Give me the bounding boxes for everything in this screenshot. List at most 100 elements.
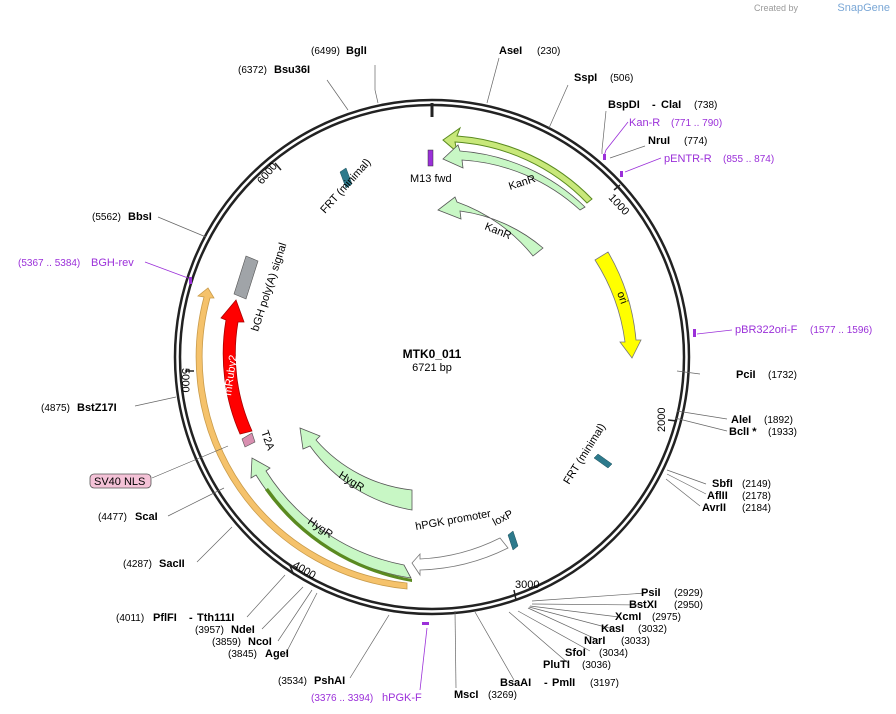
tick-mark [667,419,678,422]
site-clai: ClaI [661,99,681,111]
site-psii-pos: (2929) [674,588,703,599]
sv40-nls-leader [151,445,229,479]
primer-pbr322-leader [696,329,733,335]
site-aflii: AflII [707,490,728,502]
site-pluti: PluTI [543,659,570,671]
primer-bgh-marker [189,277,192,284]
m13-fwd-marker [427,149,434,167]
site-sbfi: SbfI [712,478,733,490]
ori-label: ori [614,290,629,306]
primer-pbr322-marker [693,329,696,337]
loxp-marker [507,530,519,551]
plasmid-size: 6721 bp [412,362,452,374]
site-msci-pos: (3269) [488,690,517,701]
site-pmli: PmlI [552,677,575,689]
hygr-inner-feature [299,427,413,511]
primer-kanr-range: (771 .. 790) [671,118,722,129]
mruby2-feature [220,299,253,435]
frt-top-marker [339,167,353,189]
site-avrii-pos: (2184) [742,503,771,514]
primer-pbr322-range: (1577 .. 1596) [810,325,872,336]
site-xcmi: XcmI [615,611,641,623]
tick-label-1000: 1000 [606,192,631,218]
sv40-nls-box [89,473,152,489]
site-asei-pos: (230) [537,46,560,57]
tick-label-3000: 3000 [515,579,539,591]
site-agei-pos: (3845) [228,649,257,660]
site-bsu36i: Bsu36I [274,64,310,76]
site-bsu36i-pos: (6372) [238,65,267,76]
loxp-label: loxP [491,508,516,529]
site-kasi-pos: (3032) [638,624,667,635]
primer-kanr-leader [603,121,629,157]
kanr-inner-label: KanR [483,221,513,242]
site-asei: AseI [499,45,522,57]
primer-pentr-leader [624,157,662,173]
site-bgli-pos: (6499) [311,46,340,57]
primer-bgh: BGH-rev [91,257,134,269]
sv40-region-arc [195,287,408,590]
site-bgli: BglI [346,45,367,57]
site-leaders [134,57,728,689]
primer-hpgk-range: (3376 .. 3394) [311,693,373,704]
backbone-outer [173,98,691,616]
site-pluti-pos: (3036) [582,660,611,671]
bgh-polya-label: bGH poly(A) signal [249,241,289,333]
hpgk-promoter-label: hPGK promoter [414,508,492,533]
site-sacii: SacII [159,558,185,570]
site-bstz17i: BstZ17I [77,402,117,414]
site-ndei-pos: (3957) [195,625,224,636]
frt-top-label: FRT (minimal) [318,157,373,217]
site-bsaai-pos: (3197) [590,678,619,689]
site-sfoi: SfoI [565,647,586,659]
primer-pbr322: pBR322ori-F [735,324,798,336]
primer-kanr-marker [603,154,606,160]
site-bspdi: BspDI [608,99,640,111]
site-bstz17i-pos: (4875) [41,403,70,414]
ori-feature [594,251,642,359]
site-bsaai: BsaAI [500,677,531,689]
site-sspi-pos: (506) [610,73,633,84]
site-tth111i: Tth111I [197,612,234,624]
primer-hpgk-leader [419,627,428,691]
site-nari: NarI [584,635,605,647]
tick-mark [274,162,282,171]
site-bbsi: BbsI [128,211,152,223]
kanr-outer-feature [442,144,586,211]
primer-pentr-marker [620,171,623,177]
site-xcmi-pos: (2975) [652,612,681,623]
site-bstxi-pos: (2950) [674,600,703,611]
t2a-label: T2A [258,429,276,453]
primer-pentr-range: (855 .. 874) [723,154,774,165]
site-nari-pos: (3033) [621,636,650,647]
site-alei-pos: (1892) [764,415,793,426]
bgh-polya-feature [233,255,259,300]
site-bsaai-sep: - [544,677,548,689]
hpgk-promoter-feature [411,537,509,577]
site-alei: AleI [731,414,751,426]
kanr-inner-feature [437,196,544,257]
site-pflfi-sep: - [189,612,193,624]
site-aflii-pos: (2178) [742,491,771,502]
site-ncoi-pos: (3859) [212,637,241,648]
site-agei: AgeI [265,648,289,660]
plasmid-name: MTK0_011 [403,347,462,361]
sv40-nls-label: SV40 NLS [94,476,145,488]
primer-hpgk-marker [422,622,429,625]
site-bstxi: BstXI [629,599,657,611]
site-pcii: PciI [736,369,756,381]
site-nrui: NruI [648,135,670,147]
primer-pentr: pENTR-R [664,153,712,165]
site-sacii-pos: (4287) [123,559,152,570]
frt-right-marker [593,453,613,469]
site-bspdi-pos: (738) [694,100,717,111]
tick-label-5000: 5000 [179,368,191,392]
site-ncoi: NcoI [248,636,272,648]
primer-kanr: Kan-R [629,117,660,129]
site-bspdi-sep: - [652,99,656,111]
site-sbfi-pos: (2149) [742,479,771,490]
tick-mark [289,565,295,576]
site-pcii-pos: (1732) [768,370,797,381]
tick-mark [513,589,517,601]
